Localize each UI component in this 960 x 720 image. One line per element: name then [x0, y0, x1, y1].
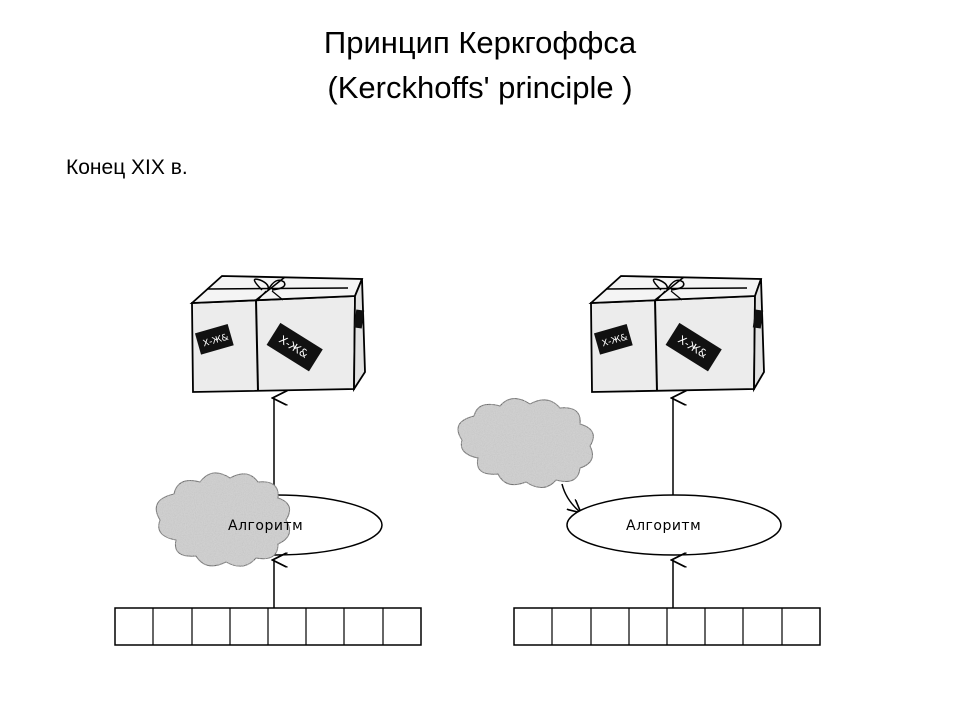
left-secrecy-cloud-icon: [155, 472, 291, 567]
right-key-register: [513, 607, 821, 646]
era-caption: Конец XIX в.: [66, 156, 188, 179]
right-secrecy-cloud-icon: [457, 398, 594, 488]
slide-title: Принцип Керкгоффса: [323, 25, 637, 60]
right-secret-box-icon: Х-Ж& Х-Ж&: [588, 275, 765, 393]
left-key-register: [114, 607, 422, 646]
left-algorithm-label: Алгоритм: [228, 518, 303, 534]
right-arrow-cloud-to-algorithm: [561, 483, 580, 512]
left-secret-box-icon: Х-Ж& Х-Ж&: [189, 275, 366, 393]
right-algorithm-label: Алгоритм: [626, 518, 701, 534]
right-panel: Х-Ж& Х-Ж& Алгоритм: [457, 275, 821, 646]
slide-title-english: (Kerckhoffs' principle ): [327, 70, 633, 105]
left-panel: Х-Ж& Х-Ж& Алгоритм: [114, 275, 422, 646]
